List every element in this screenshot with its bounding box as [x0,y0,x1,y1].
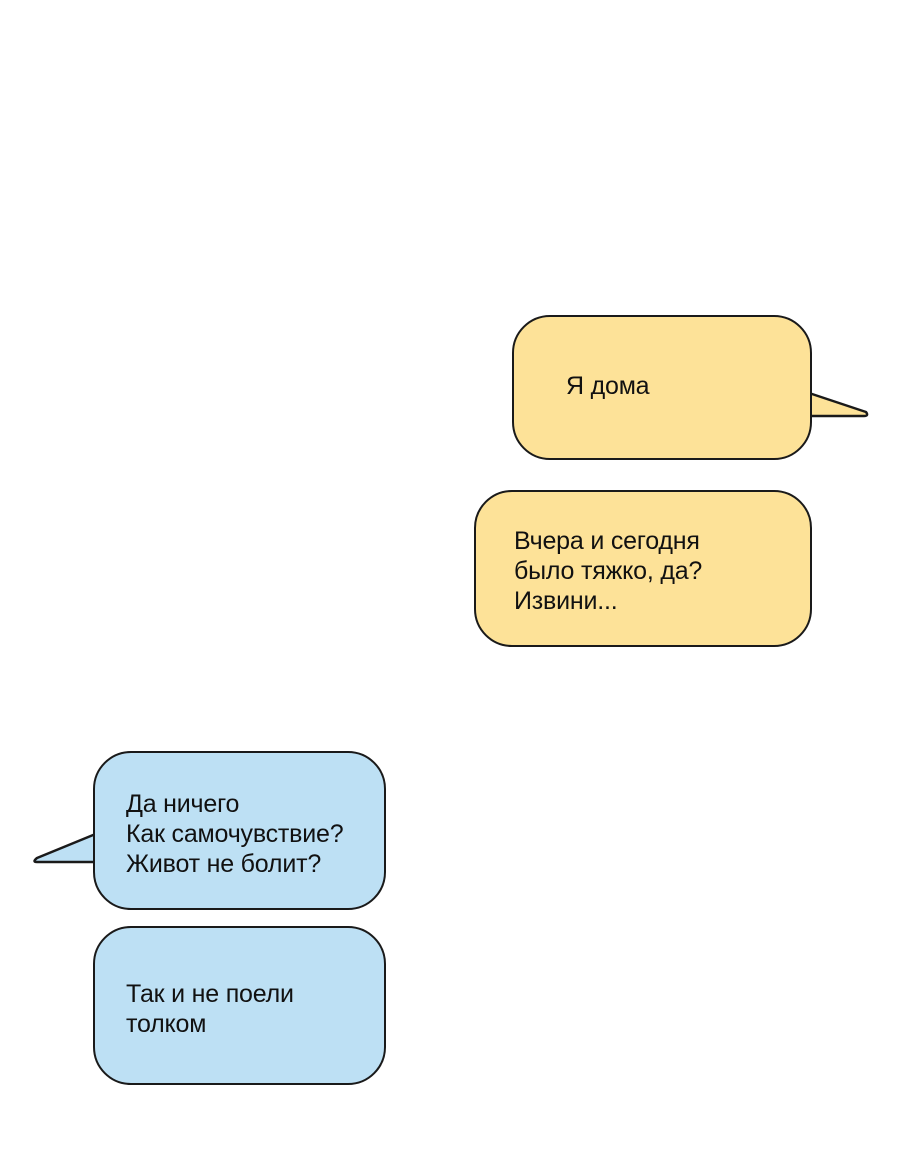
message-text-line: Как самочувствие? [126,820,344,848]
incoming-bubble-tail [33,831,100,864]
message-text-line: толком [126,1010,207,1038]
message-text-line: Вчера и сегодня [514,527,700,555]
message-bubble-incoming: Да ничего Как самочувствие? Живот не бол… [93,751,386,910]
message-text-line: Извини... [514,587,618,615]
message-text-line: Так и не поели [126,980,294,1008]
message-bubble-outgoing: Я дома [512,315,812,460]
message-text-line: Я дома [566,372,650,400]
message-text-line: Живот не болит? [126,850,322,878]
message-text-line: Да ничего [126,790,240,818]
outgoing-bubble-tail [804,390,869,418]
message-bubble-incoming: Так и не поели толком [93,926,386,1085]
message-bubble-outgoing: Вчера и сегодня было тяжко, да? Извини..… [474,490,812,647]
message-text-line: было тяжко, да? [514,557,703,585]
